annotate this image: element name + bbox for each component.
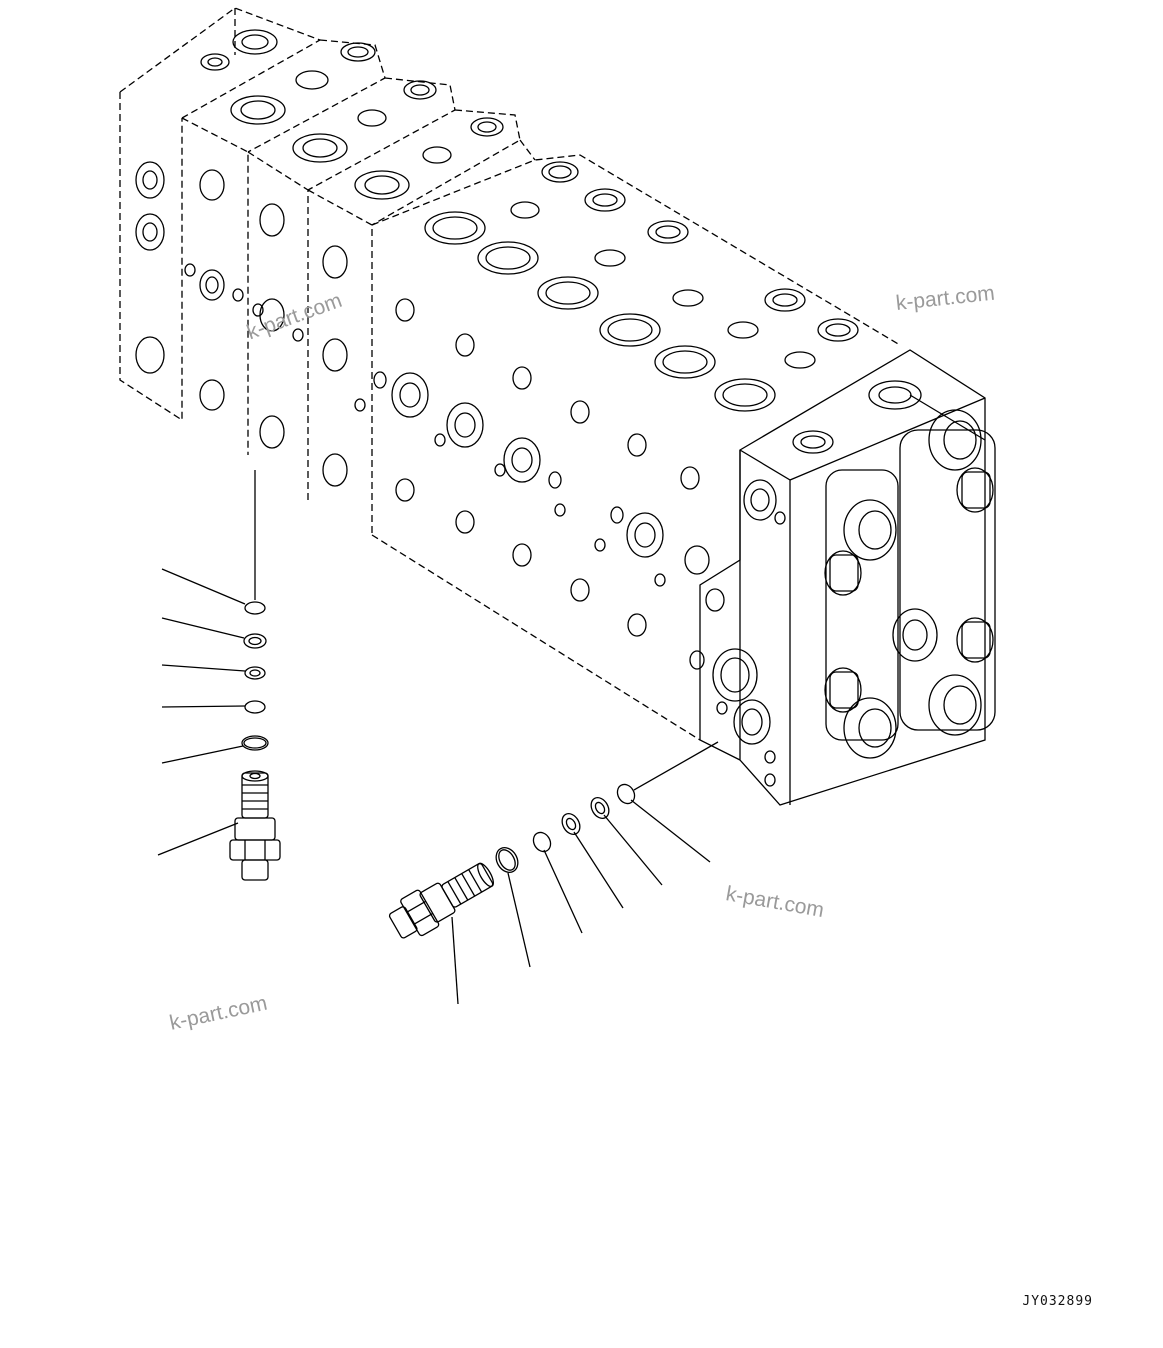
body-ports — [200, 29, 922, 454]
leader-left-3 — [161, 664, 246, 672]
leader-right-3 — [573, 831, 624, 909]
leader-left-6 — [157, 822, 239, 856]
end-cap-details — [705, 409, 994, 787]
side-ports — [135, 161, 710, 670]
leader-right-6 — [451, 916, 459, 1005]
backup-ring-left-2 — [243, 633, 267, 649]
drawing-id: JY032899 — [1022, 1294, 1093, 1309]
leader-right-5 — [507, 872, 531, 968]
o-ring-right-4 — [532, 831, 552, 853]
o-ring-right-5 — [495, 847, 519, 873]
backup-ring-left-3 — [244, 666, 266, 680]
leader-left-1 — [161, 568, 246, 605]
backup-ring-right-2 — [590, 797, 610, 819]
valve-plug-left — [229, 770, 281, 881]
right-exploded-group — [388, 741, 719, 1005]
o-ring-right-1 — [616, 783, 636, 805]
valve-body — [119, 7, 996, 806]
leader-left-5 — [161, 745, 244, 764]
leader-right-1 — [630, 799, 711, 863]
leader-left-2 — [161, 617, 245, 639]
leader-right-2 — [603, 814, 663, 886]
o-ring-left-1 — [244, 601, 266, 615]
backup-ring-right-3 — [561, 813, 581, 835]
valve-plug-right — [388, 862, 494, 939]
leader-right-4 — [543, 849, 583, 934]
left-exploded-group — [157, 470, 281, 881]
o-ring-left-4 — [244, 700, 266, 714]
o-ring-left-5 — [241, 735, 269, 751]
leader-left-4 — [161, 705, 246, 708]
